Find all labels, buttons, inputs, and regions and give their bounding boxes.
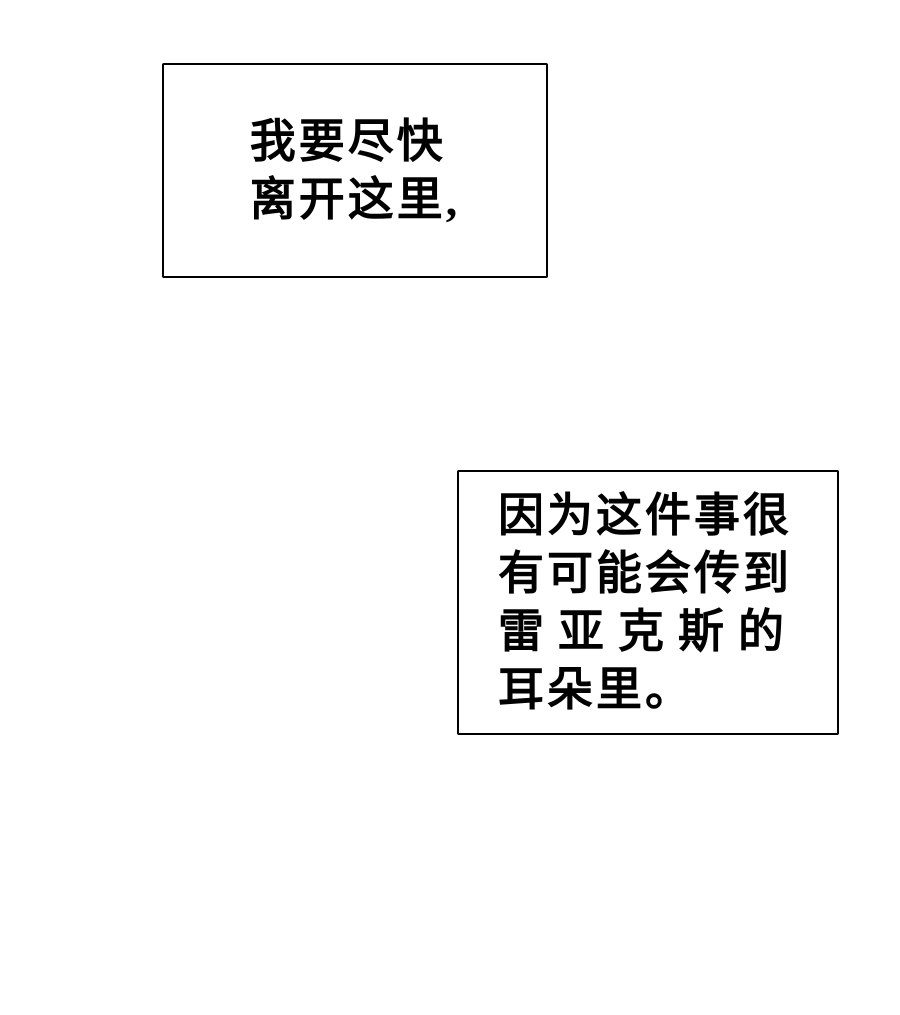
speech-box-2-text: 因为这件事很 有可能会传到 雷亚克斯的 耳朵里。 bbox=[498, 487, 798, 719]
speech-line: 离开这里, bbox=[249, 173, 461, 225]
speech-line: 因为这件事很 bbox=[498, 489, 792, 541]
speech-line: 耳朵里。 bbox=[498, 663, 694, 715]
speech-box-2: 因为这件事很 有可能会传到 雷亚克斯的 耳朵里。 bbox=[457, 470, 839, 735]
speech-line: 雷亚克斯的 bbox=[498, 605, 798, 657]
speech-box-1-text: 我要尽快 离开这里, bbox=[250, 113, 461, 229]
speech-line: 有可能会传到 bbox=[498, 547, 792, 599]
speech-box-1: 我要尽快 离开这里, bbox=[162, 63, 548, 278]
speech-line: 我要尽快 bbox=[249, 115, 446, 167]
